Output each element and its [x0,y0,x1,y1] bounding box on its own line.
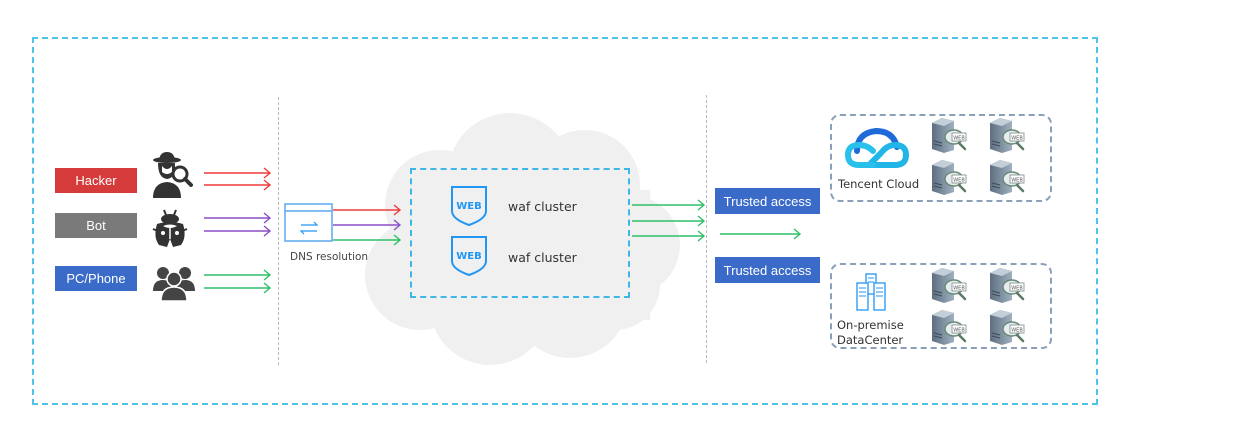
diagram-frame [32,37,1098,405]
tencent-cloud-label: Tencent Cloud [838,177,920,191]
svg-text:WEB: WEB [1011,286,1023,292]
svg-text:WEB: WEB [1011,328,1023,334]
trusted-access-text: Trusted access [723,193,812,209]
svg-text:WEB: WEB [456,251,481,262]
svg-text:WEB: WEB [953,328,965,334]
trusted-access-badge-1: Trusted access [715,188,820,214]
source-label-text: Hacker [75,173,117,188]
web-shield-icon: WEB [451,186,487,227]
waf-cluster-label-1: waf cluster [508,199,577,214]
tencent-cloud-logo-icon [844,127,910,168]
on-premise-label-line1: On-premise [837,318,904,332]
svg-text:WEB: WEB [953,178,965,184]
datacenter-servers-icon [856,273,886,311]
trusted-access-text: Trusted access [723,262,812,278]
web-shield-icon: WEB [451,236,487,277]
waf-out-arrows [632,199,706,242]
waf-server-icon: WEB [986,309,1030,350]
divider-right [706,95,707,363]
users-group-icon [153,267,195,302]
svg-text:WEB: WEB [953,136,965,142]
source-arrows [204,167,272,294]
trusted-access-badge-2: Trusted access [715,257,820,283]
svg-text:WEB: WEB [953,286,965,292]
source-label-bot: Bot [55,213,137,238]
bot-bug-icon [152,209,188,247]
waf-server-icon: WEB [986,267,1030,308]
svg-text:WEB: WEB [1011,178,1023,184]
waf-cluster-group [410,168,630,298]
source-label-text: Bot [86,218,106,233]
source-label-hacker: Hacker [55,168,137,193]
svg-text:WEB: WEB [1011,136,1023,142]
waf-server-icon: WEB [928,117,972,158]
divider-left [278,97,279,365]
waf-server-icon: WEB [928,267,972,308]
destination-on-premise [830,263,1052,349]
waf-cluster-label-2: waf cluster [508,250,577,265]
svg-text:WEB: WEB [456,201,481,212]
hacker-icon [153,152,193,198]
source-label-pc-phone: PC/Phone [55,266,137,291]
waf-server-icon: WEB [986,117,1030,158]
dns-label: DNS resolution [290,251,369,263]
on-premise-label: On-premise DataCenter [837,318,904,348]
dns-switch-icon [284,203,333,242]
dns-to-waf-arrows [333,204,402,246]
source-label-text: PC/Phone [66,271,126,286]
waf-server-icon: WEB [928,159,972,200]
waf-server-icon: WEB [928,309,972,350]
waf-server-icon: WEB [986,159,1030,200]
on-premise-label-line2: DataCenter [837,333,904,347]
destination-tencent-cloud [830,114,1052,202]
trusted-arrow [720,228,802,240]
